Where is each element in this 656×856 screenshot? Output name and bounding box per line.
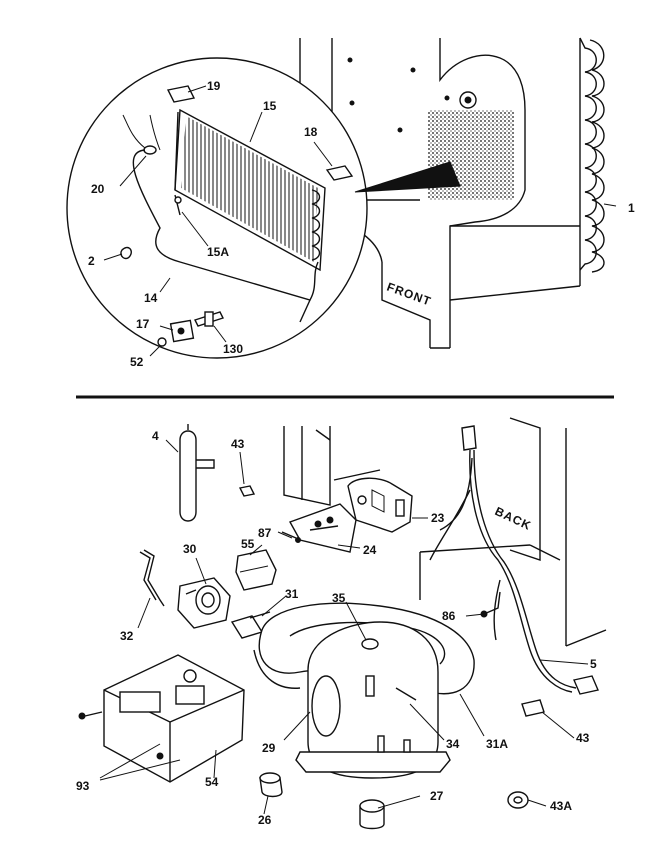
callout-32: 32 bbox=[120, 629, 134, 643]
callout-86: 86 bbox=[442, 609, 456, 623]
bottom-leader-lines bbox=[99, 439, 589, 815]
callout-14: 14 bbox=[144, 291, 158, 305]
callout-15: 15 bbox=[263, 99, 277, 113]
fastener-43a bbox=[507, 791, 529, 809]
callout-18: 18 bbox=[304, 125, 318, 139]
callout-19: 19 bbox=[207, 79, 221, 93]
evaporator-inset bbox=[66, 57, 461, 359]
top-leader-lines bbox=[103, 85, 617, 357]
condenser-coil bbox=[579, 37, 605, 273]
top-callouts: 19 15 18 20 15A 2 1 14 17 130 52 bbox=[88, 79, 635, 369]
back-label: BACK bbox=[493, 504, 534, 533]
screw-93 bbox=[78, 711, 103, 720]
callout-15a: 15A bbox=[207, 245, 229, 259]
bracket-24 bbox=[288, 503, 357, 553]
callout-27: 27 bbox=[430, 789, 444, 803]
overload-30 bbox=[177, 577, 231, 629]
grommet-43 bbox=[238, 485, 256, 497]
callout-4: 4 bbox=[152, 429, 159, 443]
callout-24: 24 bbox=[363, 543, 377, 557]
callout-2: 2 bbox=[88, 254, 95, 268]
callout-55: 55 bbox=[241, 537, 255, 551]
drier-4 bbox=[179, 424, 215, 522]
callout-31: 31 bbox=[285, 587, 299, 601]
callout-17: 17 bbox=[136, 317, 150, 331]
callout-87: 87 bbox=[258, 526, 272, 540]
callout-130: 130 bbox=[223, 342, 243, 356]
clip-43 bbox=[521, 699, 545, 717]
callout-1: 1 bbox=[628, 201, 635, 215]
callout-93: 93 bbox=[76, 779, 90, 793]
callout-31a: 31A bbox=[486, 737, 508, 751]
bottom-callouts: 4 43 23 24 87 55 30 32 31 35 86 5 43 31A… bbox=[76, 429, 597, 827]
callout-20: 20 bbox=[91, 182, 105, 196]
spacer-26 bbox=[259, 772, 283, 798]
callout-43-top: 43 bbox=[231, 437, 245, 451]
compressor-29 bbox=[295, 621, 451, 779]
wire-32 bbox=[139, 549, 165, 607]
grommet-27 bbox=[359, 799, 385, 830]
cabinet-back bbox=[283, 417, 607, 647]
callout-52: 52 bbox=[130, 355, 144, 369]
relay-55 bbox=[235, 549, 277, 591]
callout-23: 23 bbox=[431, 511, 445, 525]
callout-43-right: 43 bbox=[576, 731, 590, 745]
grommet-35 bbox=[361, 638, 379, 697]
callout-30: 30 bbox=[183, 542, 197, 556]
callout-26: 26 bbox=[258, 813, 272, 827]
relay-23 bbox=[347, 477, 413, 533]
callout-43a: 43A bbox=[550, 799, 572, 813]
callout-35: 35 bbox=[332, 591, 346, 605]
control-box-54 bbox=[103, 654, 245, 783]
callout-5: 5 bbox=[590, 657, 597, 671]
callout-34: 34 bbox=[446, 737, 460, 751]
callout-54: 54 bbox=[205, 775, 219, 789]
screw-87 bbox=[281, 531, 301, 543]
callout-29: 29 bbox=[262, 741, 276, 755]
